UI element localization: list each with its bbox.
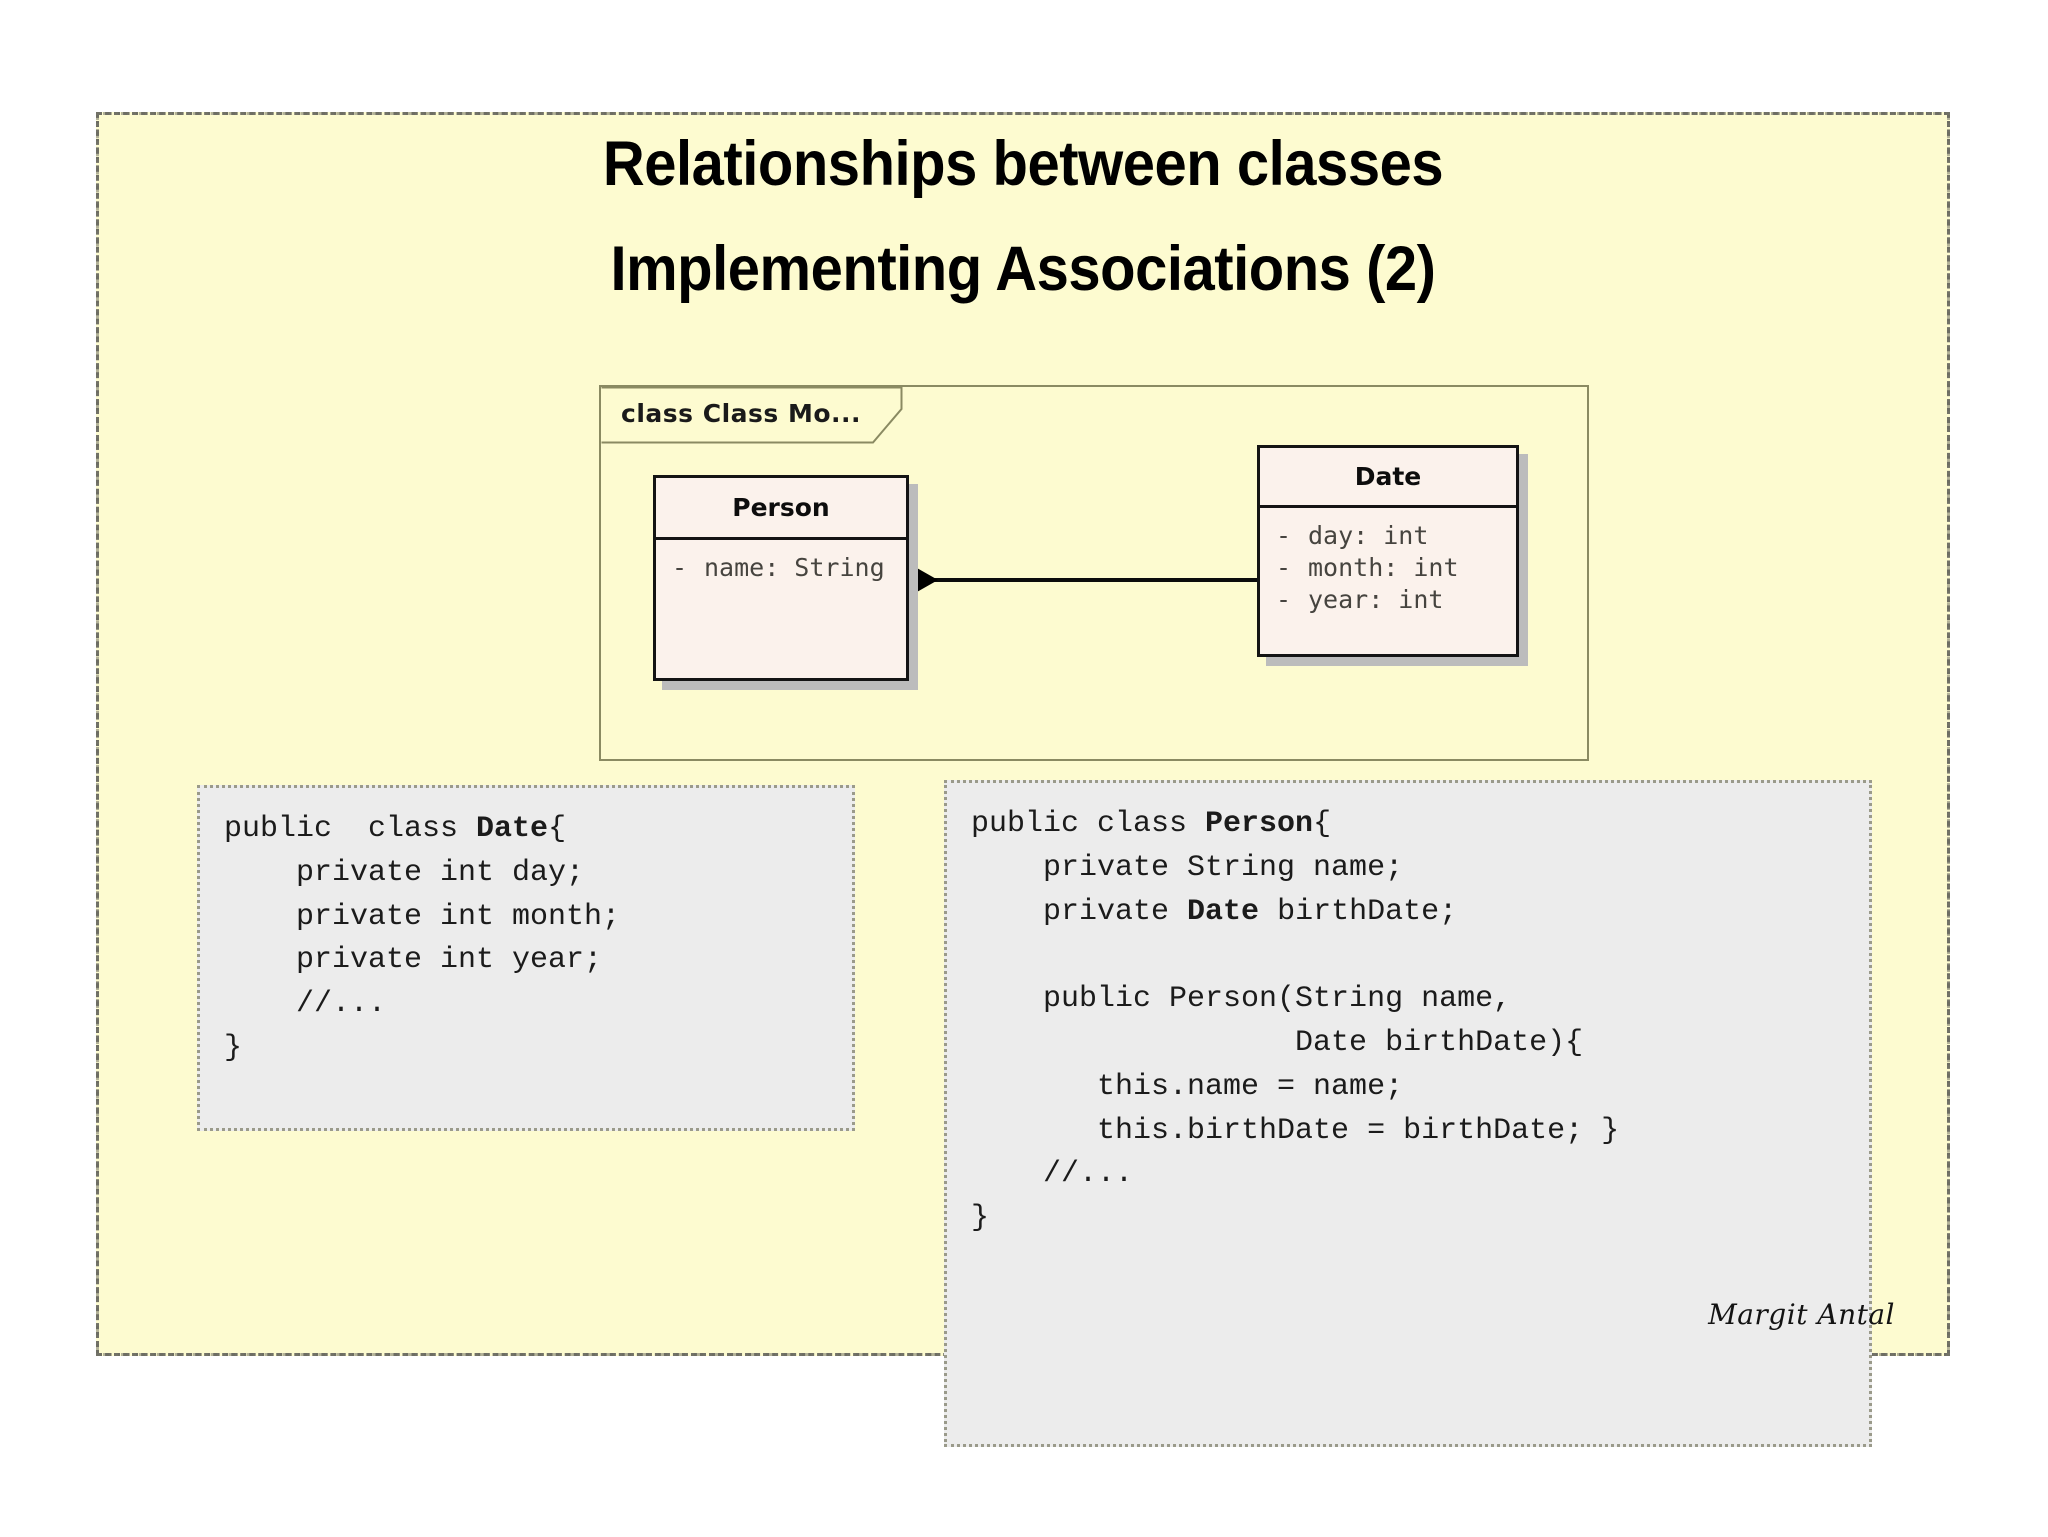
- uml-class-person-title: Person: [656, 478, 906, 540]
- code-classname: Date: [1187, 894, 1260, 929]
- frame-tab-shape: [601, 386, 903, 444]
- uml-attribute: - month: int: [1260, 552, 1516, 584]
- author-signature: Margit Antal: [1708, 1298, 1895, 1331]
- uml-class-date[interactable]: Date - day: int - month: int - year: int: [1257, 445, 1519, 657]
- attribute-text: month: int: [1308, 553, 1459, 582]
- attribute-text: day: int: [1308, 521, 1429, 550]
- uml-attribute: - day: int: [1260, 520, 1516, 552]
- uml-frame-tab: class Class Mo...: [601, 386, 931, 444]
- code-classname: Date: [476, 812, 549, 846]
- attribute-text: year: int: [1308, 585, 1444, 614]
- uml-attribute: - name: String: [656, 552, 906, 584]
- uml-class-person[interactable]: Person - name: String: [653, 475, 909, 681]
- code-block-person: public class Person{ private String name…: [944, 780, 1872, 1447]
- code-block-date: public class Date{ private int day; priv…: [197, 785, 855, 1131]
- code-body: public class: [971, 807, 1206, 841]
- code-keyword: public class: [224, 812, 477, 846]
- visibility-marker: -: [1276, 585, 1292, 614]
- code-text-person: public class Person{ private String name…: [971, 803, 1845, 1241]
- uml-frame-label: class Class Mo...: [621, 399, 862, 428]
- uml-class-person-attributes: - name: String: [656, 540, 906, 584]
- code-body: { private int day; private int month; pr…: [224, 812, 621, 1065]
- page-title: Relationships between classes: [602, 129, 1444, 199]
- slide-canvas: Relationships between classes Implementi…: [96, 112, 1950, 1447]
- page-subtitle: Implementing Associations (2): [610, 234, 1436, 304]
- visibility-marker: -: [1276, 521, 1292, 550]
- uml-class-date-attributes: - day: int - month: int - year: int: [1260, 508, 1516, 616]
- code-text-date: public class Date{ private int day; priv…: [224, 808, 828, 1071]
- code-body: { private String name; private: [1043, 807, 1404, 929]
- title-block: Relationships between classes Implementi…: [99, 133, 1947, 301]
- code-body: birthDate; public Person(String name, Da…: [971, 894, 1620, 1236]
- visibility-marker: -: [672, 553, 688, 582]
- uml-class-date-title: Date: [1260, 448, 1516, 508]
- attribute-text: name: String: [704, 553, 885, 582]
- code-classname: Person: [1205, 807, 1314, 841]
- visibility-marker: -: [1276, 553, 1292, 582]
- uml-attribute: - year: int: [1260, 584, 1516, 616]
- uml-diagram-frame: class Class Mo... Person - name: String …: [599, 385, 1589, 761]
